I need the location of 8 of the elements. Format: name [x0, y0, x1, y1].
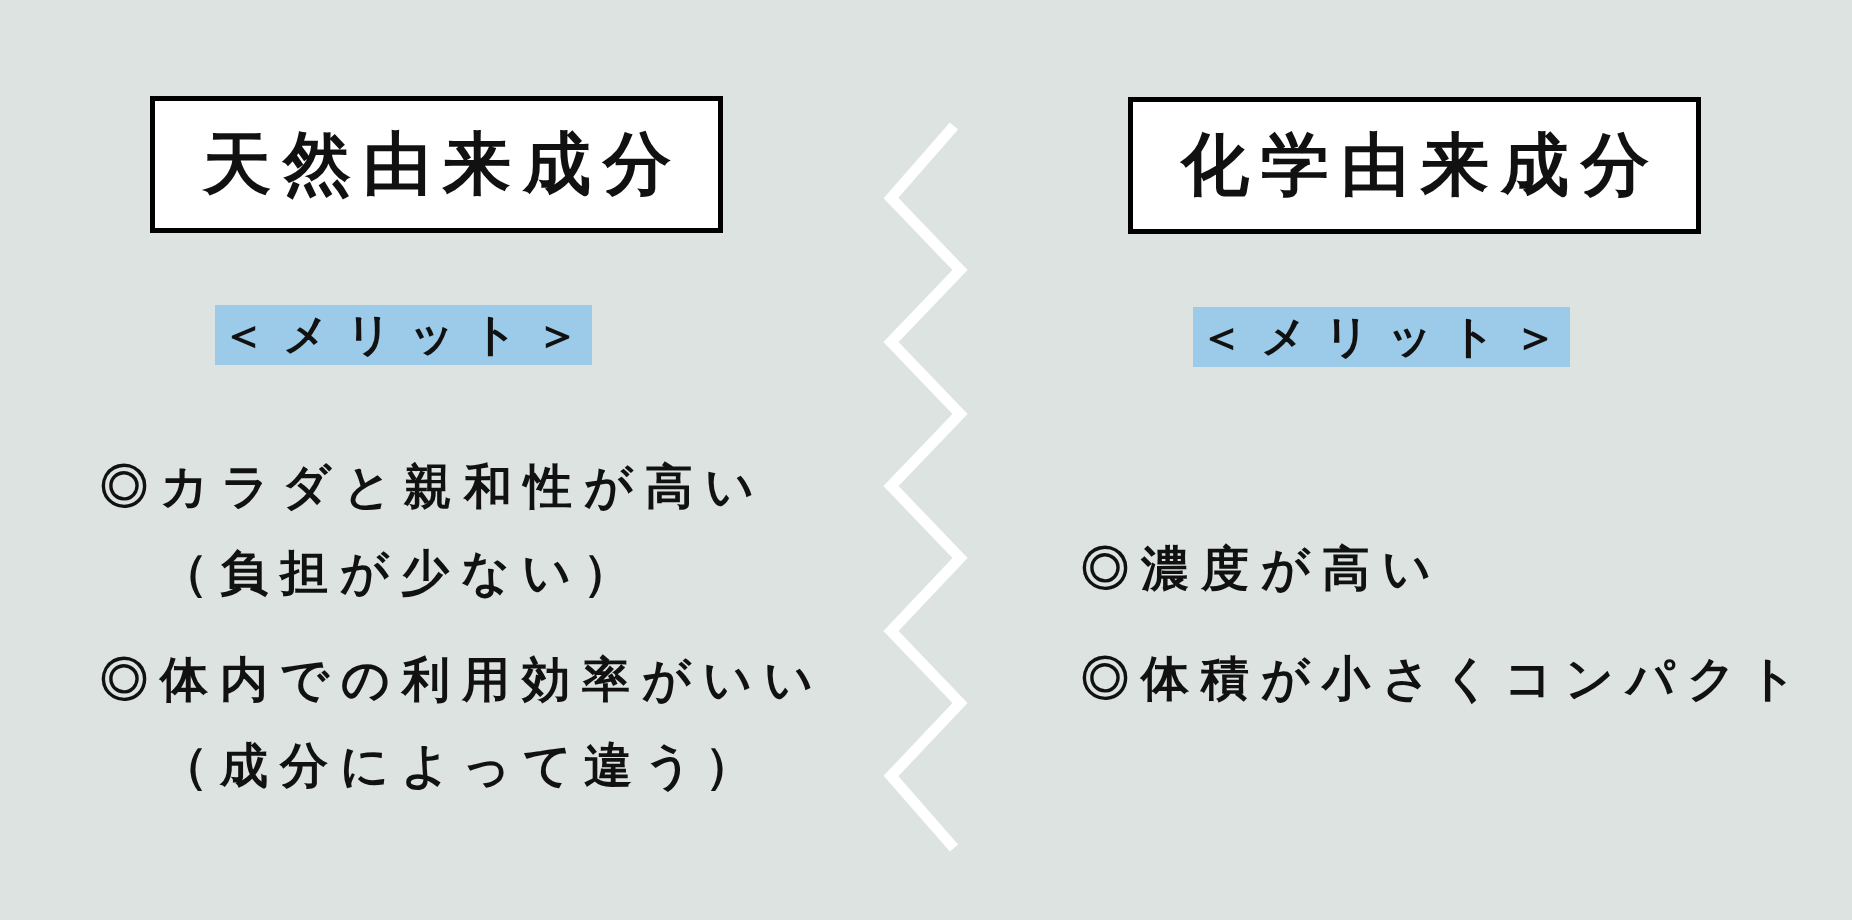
heading-box: 化学由来成分 — [1128, 97, 1701, 234]
list-item: ◎体積が小さくコンパクト — [1081, 651, 1810, 707]
list-item: ◎濃度が高い — [1081, 541, 1444, 597]
heading-box: 天然由来成分 — [150, 96, 723, 233]
section-tag: ＜メリット＞ — [215, 305, 592, 365]
section-tag: ＜メリット＞ — [1193, 307, 1570, 367]
list-item: ◎体内での利用効率がいい（成分によって違う） — [100, 652, 826, 794]
list-item: ◎カラダと親和性が高い（負担が少ない） — [100, 459, 767, 601]
